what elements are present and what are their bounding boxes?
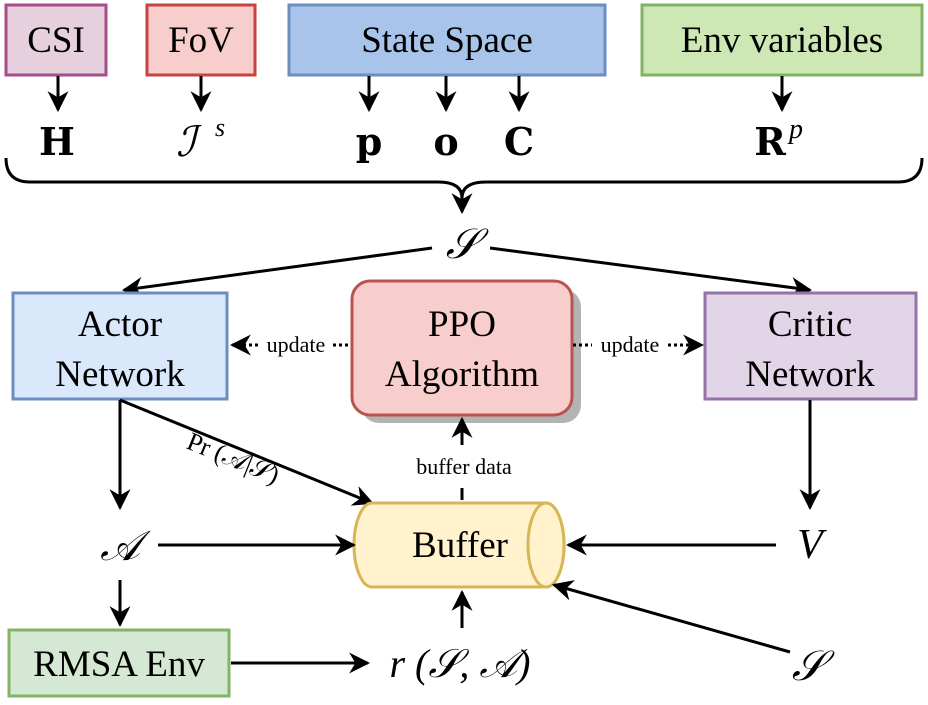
ppo-label-line1: PPO [428,304,496,345]
buffer-label: Buffer [412,525,508,566]
state-bottom-to-buffer-arrow [551,580,791,654]
state-to-actor-arrow [121,246,433,298]
buffer-cylinder-end [526,501,566,589]
actor-network-box: Actor Network [11,291,229,401]
symbol-o: o [433,119,458,164]
symbol-C: C [504,119,534,164]
csi-box: CSI [4,3,108,77]
critic-network-box: Critic Network [703,291,918,401]
symbol-R-sup: p [787,114,803,145]
rmsa-env-box: RMSA Env [7,628,231,698]
fov-label: FoV [168,20,234,61]
symbol-R-base: R [754,119,786,164]
policy-prob-label: Pr (𝒜|𝒮) [183,427,284,490]
symbol-p: p [356,119,383,164]
actor-label-line1: Actor [78,304,162,345]
symbol-I-base: ℐ [176,120,202,166]
state-to-critic-arrow [489,246,813,298]
symbol-I-s: ℐ s [176,113,225,166]
ppo-label-line2: Algorithm [385,354,539,395]
update-left-label: update [267,332,326,357]
buffer-cylinder: Buffer [352,501,566,589]
symbol-S-top: 𝒮 [446,222,489,268]
update-right-label: update [601,332,660,357]
critic-label-line2: Network [745,354,875,395]
state-space-label: State Space [361,20,533,61]
grouping-brace [4,157,924,199]
critic-label-line1: Critic [768,304,852,345]
symbol-H: H [39,119,75,164]
csi-label: CSI [27,20,85,61]
symbol-R-p: R p [754,114,803,164]
symbol-A: 𝒜 [100,524,151,570]
fov-box: FoV [145,3,257,77]
actor-label-line2: Network [55,354,185,395]
symbol-V: V [797,522,827,568]
state-space-box: State Space [287,3,607,77]
reward-label: r (𝒮, 𝒜) [389,641,530,686]
buffer-data-label: buffer data [416,454,512,479]
env-variables-label: Env variables [681,20,883,61]
symbol-S-bottom: 𝒮 [792,644,835,690]
symbol-I-sup: s [215,113,225,142]
rmsa-env-label: RMSA Env [33,644,205,685]
env-variables-box: Env variables [640,3,924,77]
actor-to-buffer-arrow [119,398,374,506]
ppo-algorithm-box: PPO Algorithm [350,279,581,423]
